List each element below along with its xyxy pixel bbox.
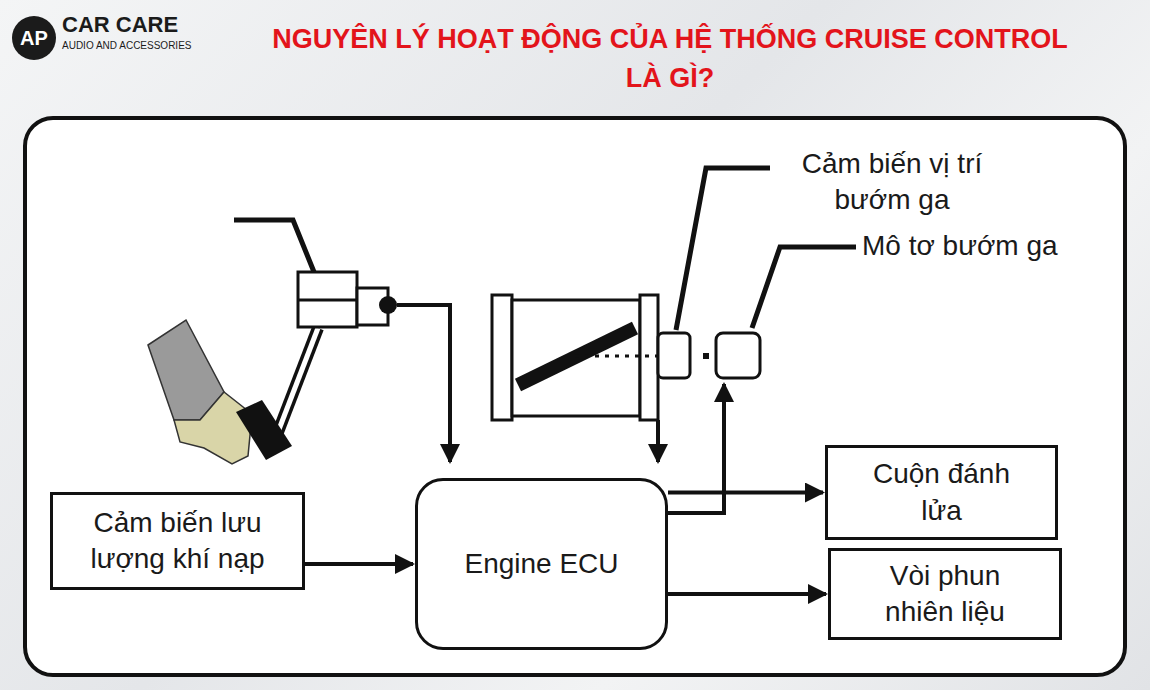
pedal-arm bbox=[278, 328, 318, 432]
signal-connector bbox=[668, 592, 826, 596]
signal-connector bbox=[668, 491, 823, 495]
signal-connector bbox=[305, 562, 413, 566]
shoe bbox=[174, 392, 252, 464]
page-title: NGUYÊN LÝ HOẠT ĐỘNG CỦA HỆ THỐNG CRUISE … bbox=[270, 20, 1070, 98]
pedal-arm-inner bbox=[278, 328, 318, 432]
signal-arrow bbox=[656, 420, 660, 462]
sensor-box: Cảm biến lưu lượng khí nạp bbox=[50, 492, 305, 590]
pedal-lever bbox=[234, 220, 314, 272]
throttle-position-sensor bbox=[658, 333, 690, 378]
pedal-plate bbox=[236, 400, 292, 460]
output-box: Vòi phun nhiên liệu bbox=[828, 548, 1062, 640]
throttle-motor bbox=[716, 333, 760, 378]
node-text: Cuộn đánh lửa bbox=[854, 456, 1029, 529]
throttle-flange bbox=[492, 295, 512, 420]
signal-arrow bbox=[397, 305, 450, 462]
part-label: Cảm biến vị trí bướm ga bbox=[772, 146, 1012, 219]
frame bbox=[25, 118, 1125, 675]
logo-tagline: AUDIO AND ACCESSORIES bbox=[62, 40, 191, 52]
leader-line bbox=[676, 168, 770, 330]
ecu-box: Engine ECU bbox=[415, 478, 668, 650]
node-text: Cảm biến lưu lượng khí nạp bbox=[65, 505, 290, 578]
logo-badge bbox=[12, 16, 56, 60]
part-label: Mô tơ bướm ga bbox=[862, 228, 1058, 264]
output-box: Cuộn đánh lửa bbox=[825, 445, 1058, 540]
leader-line bbox=[752, 247, 856, 328]
node-text: Engine ECU bbox=[464, 546, 618, 582]
node-text: Vòi phun nhiên liệu bbox=[853, 558, 1038, 631]
logo-name: CAR CARE bbox=[62, 12, 178, 38]
logo-mark: AP bbox=[12, 25, 56, 51]
throttle-body bbox=[512, 300, 640, 416]
pedal-sensor bbox=[298, 272, 357, 327]
